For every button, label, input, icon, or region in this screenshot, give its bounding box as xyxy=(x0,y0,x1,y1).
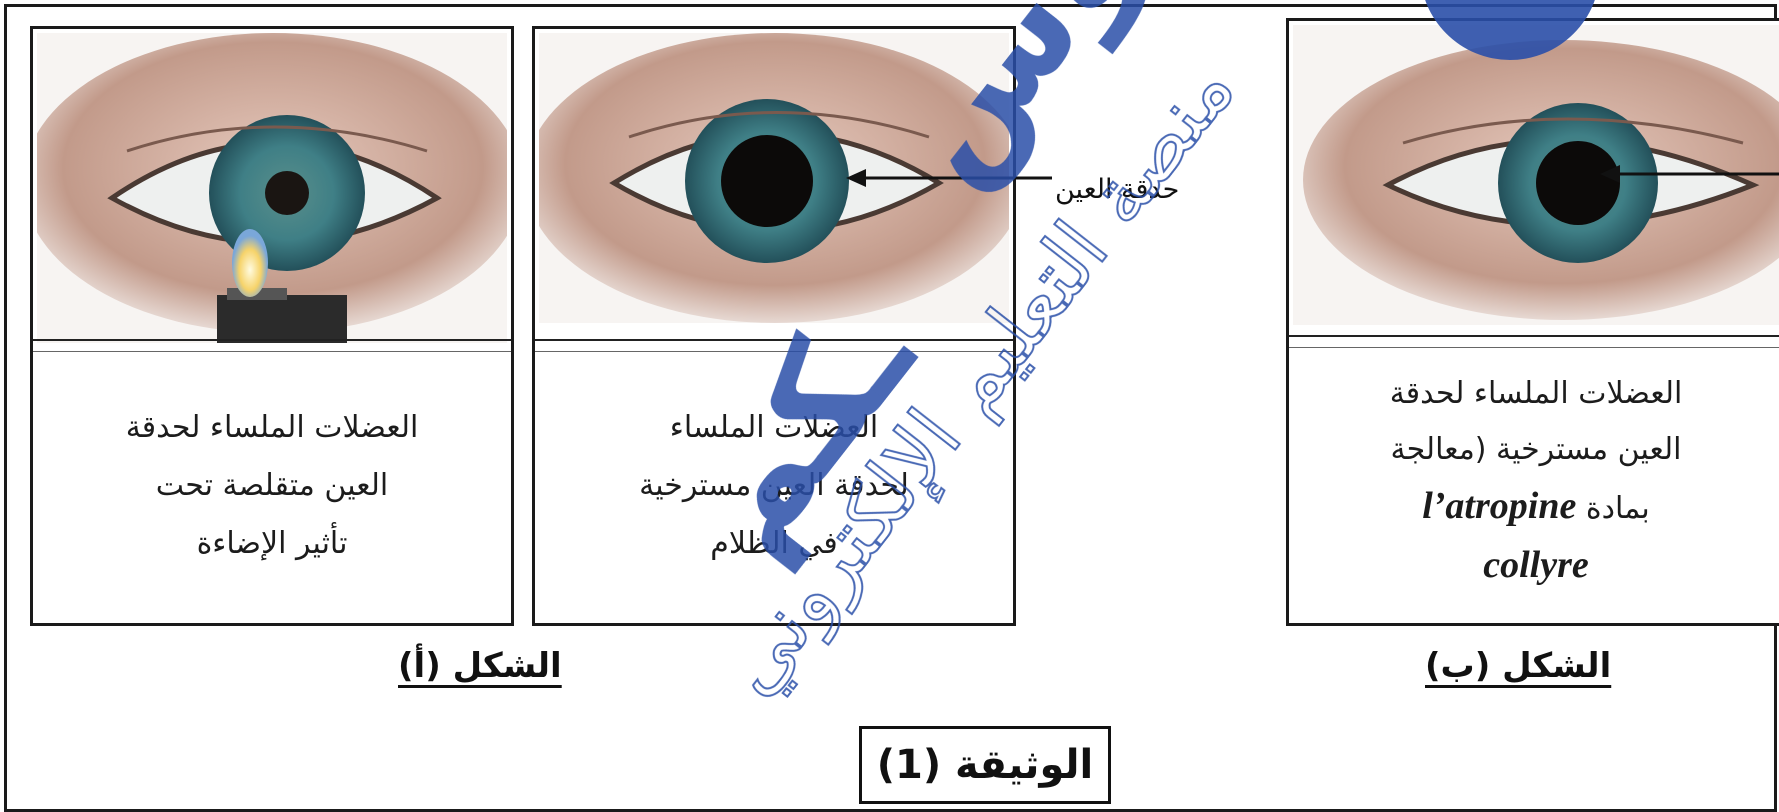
caption-latin: collyre xyxy=(1289,537,1779,593)
caption-line: العضلات الملساء لحدقة xyxy=(33,399,511,457)
caption-line: لحدقة العين مسترخية xyxy=(535,457,1013,515)
panel-atropine-eye: العضلات الملساء لحدقة العين مسترخية (معا… xyxy=(1286,18,1779,626)
figure-a-label: الشكل (أ) xyxy=(398,646,562,686)
caption-dark: العضلات الملساء لحدقة العين مسترخية في ا… xyxy=(535,399,1013,573)
caption-line: بمادة xyxy=(1586,491,1650,526)
pupil-label: حدقة العين xyxy=(1055,174,1179,205)
caption-latin: l’atropine xyxy=(1422,485,1576,527)
caption-atropine: العضلات الملساء لحدقة العين مسترخية (معا… xyxy=(1289,366,1779,593)
caption-line: العين مسترخية (معالجة xyxy=(1289,422,1779,478)
panel-light-eye: العضلات الملساء لحدقة العين متقلصة تحت ت… xyxy=(30,26,514,626)
caption-line: العين متقلصة تحت xyxy=(33,457,511,515)
panel-dark-eye: العضلات الملساء لحدقة العين مسترخية في ا… xyxy=(532,26,1016,626)
caption-line: العضلات الملساء لحدقة xyxy=(1289,366,1779,422)
eye-image-light xyxy=(37,33,507,343)
caption-line: العضلات الملساء xyxy=(535,399,1013,457)
caption-light: العضلات الملساء لحدقة العين متقلصة تحت ت… xyxy=(33,399,511,573)
eye-image-dark xyxy=(539,33,1009,323)
caption-line: تأثير الإضاءة xyxy=(33,515,511,573)
figure-b-label: الشكل (ب) xyxy=(1425,646,1611,686)
document-label: الوثيقة (1) xyxy=(859,726,1111,804)
caption-line: في الظلام xyxy=(535,515,1013,573)
eye-image-atropine xyxy=(1293,25,1779,325)
